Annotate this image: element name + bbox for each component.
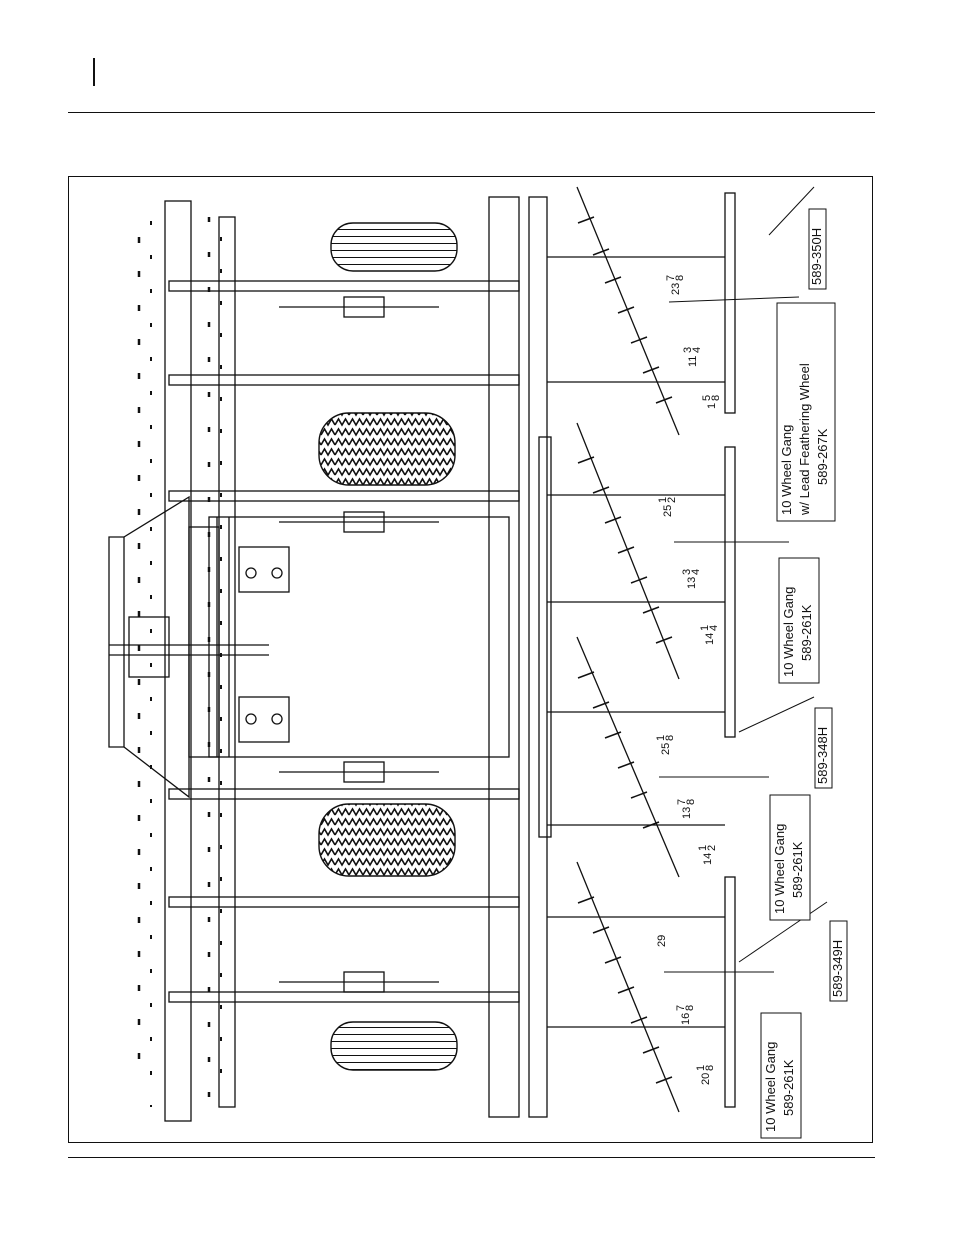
svg-text:20: 20 — [700, 1073, 712, 1085]
dimension-14-1-4: 14 1 4 — [699, 625, 720, 645]
gang-part: 589-261K — [781, 1059, 796, 1116]
svg-text:25: 25 — [660, 743, 672, 755]
gang-label-4: 10 Wheel Gang 589-261K — [761, 1013, 801, 1138]
svg-text:16: 16 — [680, 1013, 692, 1025]
svg-text:14: 14 — [704, 633, 716, 645]
part-callout-589-348H: 589-348H — [815, 708, 832, 788]
dimension-25-1-8: 25 1 8 — [655, 735, 676, 755]
lift-cylinders — [279, 297, 439, 992]
svg-text:8: 8 — [685, 799, 697, 805]
gang-part: 589-261K — [799, 604, 814, 661]
gang-part: 589-261K — [790, 841, 805, 898]
gang-part: 589-267K — [815, 428, 830, 485]
svg-text:11: 11 — [687, 356, 699, 367]
svg-text:13: 13 — [681, 807, 693, 819]
svg-text:8: 8 — [674, 275, 686, 281]
gang-line2: w/ Lead Feathering Wheel — [797, 363, 812, 516]
svg-text:2: 2 — [666, 497, 678, 503]
gang-label-3: 10 Wheel Gang 589-261K — [770, 795, 810, 920]
dimension-23-7-8: 23 7 8 — [665, 275, 686, 295]
footer-rule — [68, 1157, 875, 1158]
dimension-29: 29 — [656, 935, 668, 947]
part-callout-589-350H: 589-350H — [809, 209, 826, 289]
svg-text:13: 13 — [686, 577, 698, 589]
gang-line1: 10 Wheel Gang — [779, 425, 794, 515]
part-callout-589-349H: 589-349H — [830, 921, 847, 1001]
page-margin-mark — [93, 58, 95, 86]
dimension-11-3-4: 11 3 4 — [682, 347, 703, 367]
dimension-1-5-8: 1 5 8 — [701, 395, 722, 409]
gang-line1: 10 Wheel Gang — [763, 1042, 778, 1132]
svg-text:4: 4 — [691, 347, 703, 353]
svg-text:8: 8 — [704, 1065, 716, 1071]
callout-text: 589-348H — [815, 727, 830, 784]
dimension-16-7-8: 16 7 8 — [675, 1005, 696, 1025]
harrow-layout-drawing: 589-350H 589-348H 589-349H 10 Wheel Gang… — [69, 177, 874, 1144]
svg-text:2: 2 — [706, 845, 718, 851]
dimension-14-1-2: 14 1 2 — [697, 845, 718, 865]
hitch-assembly — [109, 497, 289, 797]
svg-text:4: 4 — [690, 569, 702, 575]
gang-label-2: 10 Wheel Gang 589-261K — [779, 558, 819, 683]
rear-gang-toolbar — [547, 187, 735, 1112]
spider-wheels — [578, 217, 672, 1083]
machine-diagram-figure: 589-350H 589-348H 589-349H 10 Wheel Gang… — [68, 176, 873, 1143]
header-rule — [68, 112, 875, 113]
dimension-25-1-2: 25 1 2 — [657, 497, 678, 517]
gang-line1: 10 Wheel Gang — [781, 587, 796, 677]
transport-wheels — [319, 223, 457, 1070]
dimension-13-3-4: 13 3 4 — [681, 569, 702, 589]
main-frame — [169, 197, 551, 1117]
gang-line1: 10 Wheel Gang — [772, 824, 787, 914]
dimension-13-7-8: 13 7 8 — [676, 799, 697, 819]
dimension-20-1-8: 20 1 8 — [695, 1065, 716, 1085]
svg-text:23: 23 — [670, 283, 682, 295]
callout-text: 589-350H — [809, 228, 824, 285]
svg-text:4: 4 — [708, 625, 720, 631]
svg-text:29: 29 — [656, 935, 668, 947]
svg-text:8: 8 — [710, 395, 722, 401]
svg-text:14: 14 — [702, 853, 714, 865]
svg-text:8: 8 — [664, 735, 676, 741]
gang-label-1: 10 Wheel Gang w/ Lead Feathering Wheel 5… — [777, 303, 835, 521]
callout-text: 589-349H — [830, 940, 845, 997]
svg-text:1: 1 — [706, 403, 718, 409]
svg-text:25: 25 — [662, 505, 674, 517]
svg-text:8: 8 — [684, 1005, 696, 1011]
